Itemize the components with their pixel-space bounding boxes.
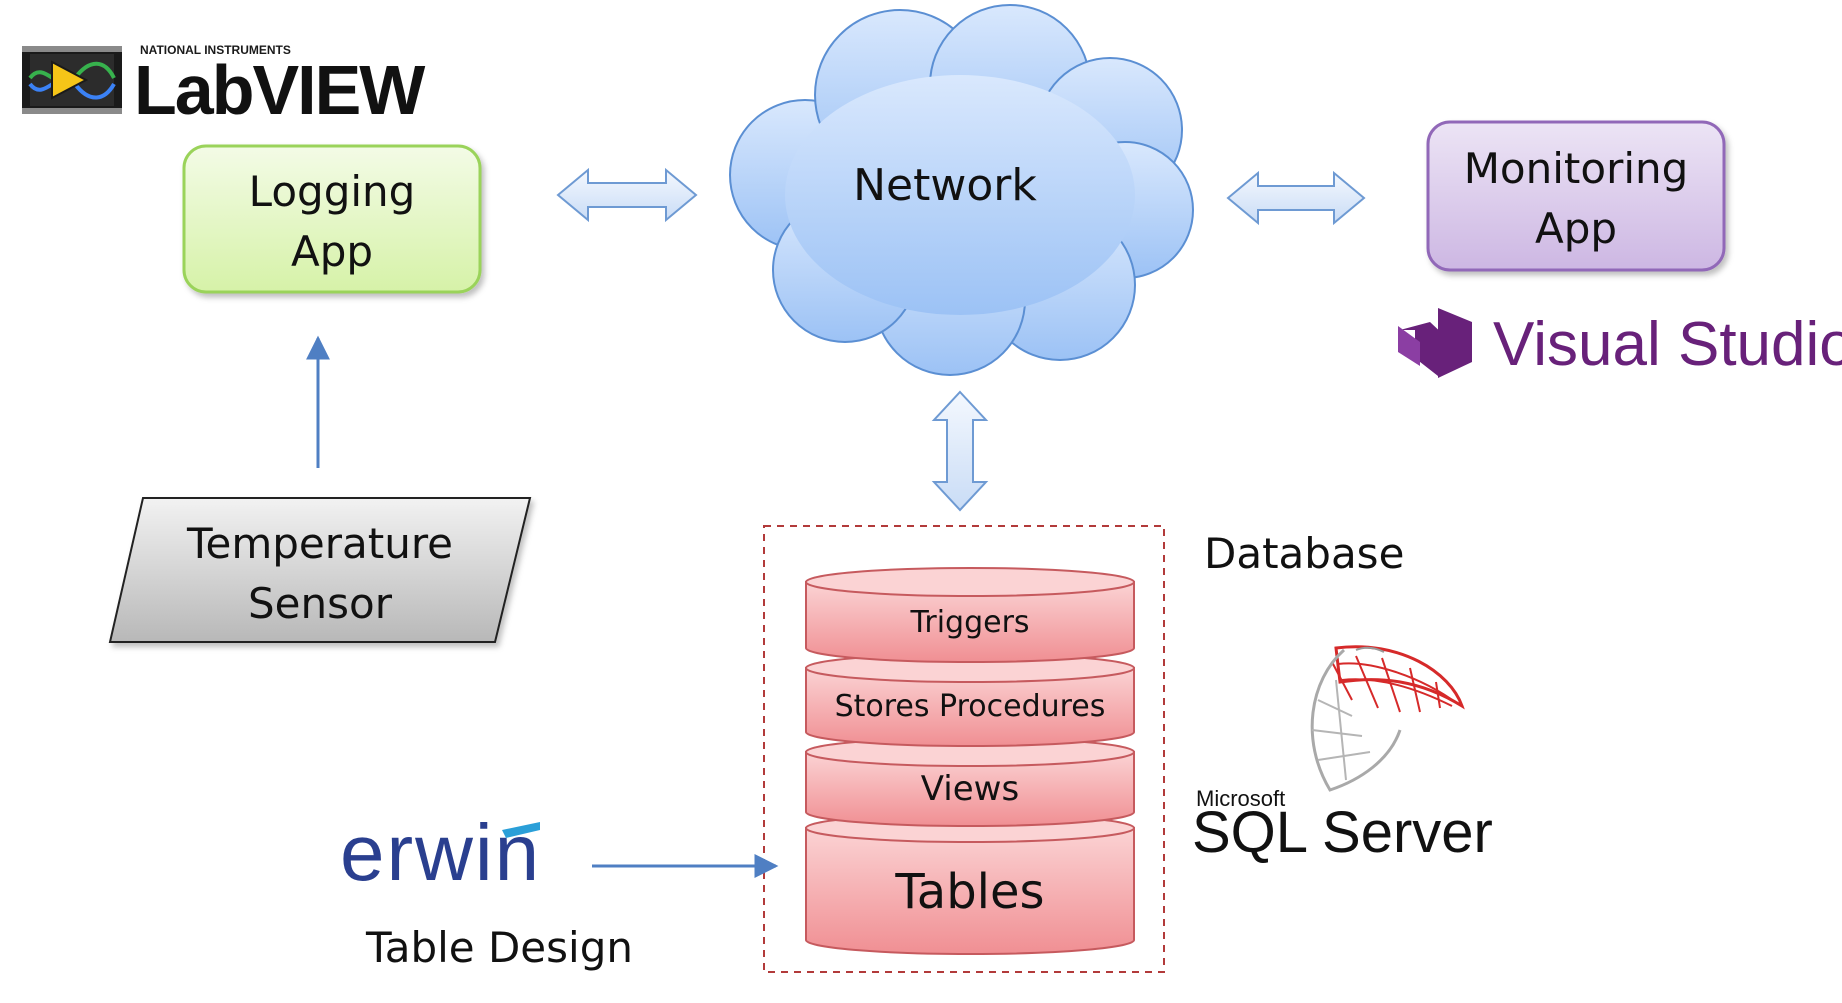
visual-studio-logo: Visual Studio <box>1398 308 1842 379</box>
logging-app-node <box>182 144 482 294</box>
labview-logo: NATIONAL INSTRUMENTS LabVIEW <box>22 43 427 129</box>
network-database-double-arrow <box>931 390 989 512</box>
network-label: Network <box>853 160 1037 211</box>
monitoring-app-label-line1: Monitoring <box>1464 144 1689 193</box>
monitoring-app-node <box>1426 120 1726 272</box>
labview-icon <box>22 46 122 114</box>
logging-network-double-arrow <box>556 167 698 223</box>
db-layer-views-label: Views <box>921 769 1019 809</box>
logging-app-label-line1: Logging <box>249 167 416 216</box>
network-cloud <box>729 4 1194 376</box>
temperature-sensor-label-line1: Temperature <box>186 519 453 568</box>
sql-server-text: SQL Server <box>1192 800 1493 865</box>
db-layer-tables-label: Tables <box>894 864 1044 920</box>
network-monitoring-double-arrow <box>1226 170 1366 226</box>
visual-studio-text: Visual Studio <box>1493 310 1842 379</box>
table-design-label: Table Design <box>365 923 633 972</box>
erwin-text: erwin <box>340 808 541 897</box>
database-boundary <box>763 525 1165 973</box>
sql-microsoft-text: Microsoft <box>1196 786 1285 811</box>
db-layer-stored-procedures-label: Stores Procedures <box>835 689 1106 724</box>
labview-top-text: NATIONAL INSTRUMENTS <box>140 43 291 57</box>
temperature-sensor-label-line2: Sensor <box>248 579 393 628</box>
sql-server-logo: Microsoft SQL Server <box>1192 645 1493 865</box>
labview-text: LabVIEW <box>134 51 425 129</box>
database-label: Database <box>1204 529 1404 578</box>
sql-server-icon <box>1310 645 1465 792</box>
erwin-logo: erwin <box>340 808 541 897</box>
erwin-swoosh-icon <box>502 822 540 838</box>
logging-app-label-line2: App <box>291 227 373 276</box>
visual-studio-icon <box>1400 308 1472 378</box>
db-layer-triggers-label: Triggers <box>909 605 1029 640</box>
monitoring-app-label-line2: App <box>1535 204 1617 253</box>
temperature-sensor-node <box>108 497 532 643</box>
db-layer-triggers <box>805 567 1135 663</box>
